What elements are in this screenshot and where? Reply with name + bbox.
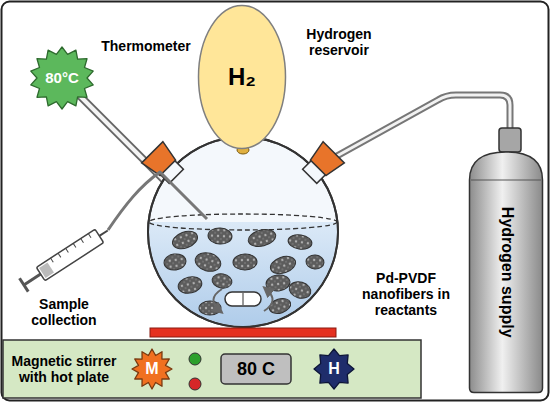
neck-stopper (299, 142, 344, 187)
syringe (20, 224, 113, 292)
nanofiber-mat (170, 228, 200, 252)
node-text: H₂ (228, 63, 256, 91)
stirrer-base: Magnetic stirrer with hot plate M 80 C H (2, 339, 422, 399)
gas-cylinder-outline (470, 152, 543, 393)
node-text: H (328, 360, 340, 378)
round-bottom-flask (149, 214, 337, 230)
nanofiber-mat (193, 250, 223, 274)
gas-cylinder-outline (471, 180, 541, 181)
reservoir-label: Hydrogen reservoir (290, 26, 388, 58)
temperature-burst-outline (31, 47, 93, 109)
syringe (51, 258, 54, 262)
syringe (20, 278, 29, 291)
stir-bar (243, 293, 244, 305)
thermometer-label: Thermometer (96, 38, 196, 54)
stirrer-base-outline (189, 353, 201, 365)
syringe (99, 230, 107, 235)
nanofiber-mat (265, 274, 291, 293)
motor-button-outline (132, 349, 172, 389)
stir-bar (213, 289, 272, 311)
cylinder-valve (499, 128, 521, 152)
hydrogen-balloon-outline (199, 6, 286, 149)
syringe (58, 253, 61, 257)
hydrogen-tube (326, 95, 510, 162)
nanofiber-mat (177, 275, 204, 296)
node-text: Hydrogen supply (497, 207, 515, 338)
sampling-tube (108, 172, 207, 230)
nanofiber-mat (287, 233, 313, 251)
nanofiber-mat (306, 254, 325, 269)
gas-cylinder: Hydrogen supply (468, 150, 544, 394)
motor-button: M (130, 347, 174, 391)
sampling-label: Sample collection (12, 296, 116, 328)
syringe (39, 262, 54, 278)
neck-stopper (308, 142, 345, 179)
cylinder-valve (499, 128, 521, 152)
nanofiber-mat (163, 227, 324, 316)
round-bottom-flask (140, 222, 350, 342)
node-text: 80 C (237, 359, 275, 380)
nanofiber-mat (211, 272, 233, 289)
hot-plate (150, 328, 336, 337)
syringe (51, 234, 91, 263)
hydrogen-tube (326, 95, 510, 162)
node-text: Magnetic stirrer with hot plate (8, 353, 120, 385)
temperature-burst: 80°C (28, 45, 96, 111)
stir-bar (213, 289, 222, 311)
catalyst-label: Pd-PVDF nanofibers in reactants (346, 270, 466, 318)
stir-bar (225, 292, 261, 306)
syringe (73, 243, 76, 247)
temperature-display: 80 C (220, 353, 292, 385)
round-bottom-flask (140, 134, 350, 342)
sampling-tube (108, 172, 207, 230)
syringe (81, 238, 84, 242)
syringe (88, 234, 91, 238)
nanofiber-mat (246, 227, 277, 249)
node-text: 80°C (45, 69, 79, 86)
nanofiber-mat (233, 254, 258, 271)
syringe (24, 274, 41, 285)
hydrogen-tube (326, 95, 510, 162)
round-bottom-flask (148, 137, 338, 327)
nanofiber-mat (287, 279, 313, 300)
stir-bar (264, 289, 273, 311)
stirrer-base-outline (3, 340, 421, 398)
syringe (36, 229, 103, 281)
syringe (66, 248, 69, 252)
nanofiber-mat (208, 227, 233, 244)
heater-button-outline (314, 349, 354, 389)
nanofiber-mat (163, 253, 187, 272)
nanofiber-mat (268, 253, 298, 277)
hot-plate (150, 328, 336, 337)
hydrogen-balloon: H₂ (197, 4, 287, 150)
node-text: M (145, 360, 158, 378)
heater-button: H (312, 347, 356, 391)
stirrer-base-outline (189, 378, 201, 390)
temperature-display-outline (221, 354, 291, 384)
